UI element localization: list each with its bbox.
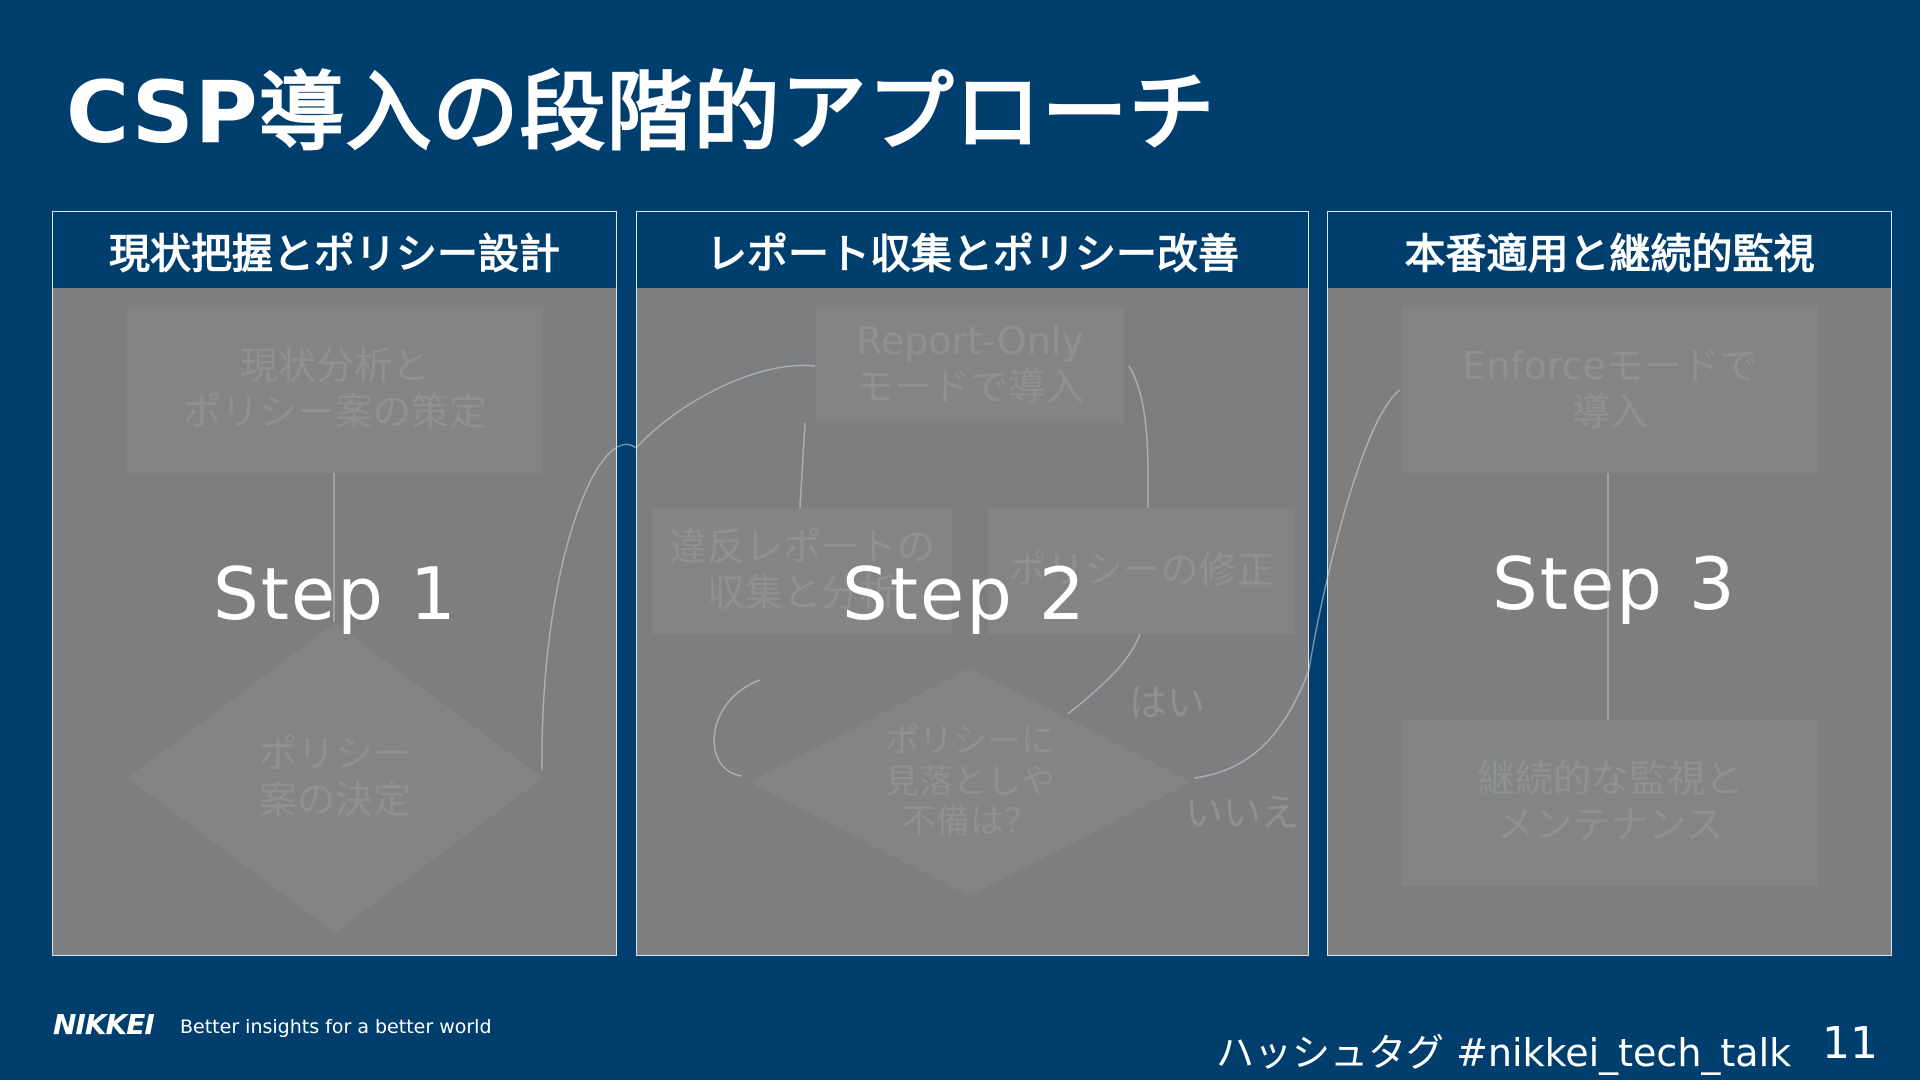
panel-step-3: 本番適用と継続的監視 Enforceモードで 導入 継続的な監視と メンテナンス… xyxy=(1327,211,1892,956)
node-continuous-monitoring: 継続的な監視と メンテナンス xyxy=(1402,720,1818,886)
panel-step-1: 現状把握とポリシー設計 現状分析と ポリシー案の策定 ポリシー 案の決定 Ste… xyxy=(52,211,617,956)
node-collect-reports: 違反レポートの 収集と分析 xyxy=(652,508,952,634)
decision-label: ポリシー 案の決定 xyxy=(258,732,411,822)
edge-label-no: いいえ xyxy=(1185,791,1300,835)
slide-title: CSP導入の段階的アプローチ xyxy=(66,63,1216,163)
decision-diamond-shape xyxy=(127,623,543,933)
decision-label: ポリシーに 見落としや 不備は？ xyxy=(885,720,1055,843)
node-report-only: Report-Only モードで導入 xyxy=(816,307,1124,423)
decision-policy-fixed: ポリシー 案の決定 xyxy=(127,623,543,933)
node-enforce-mode: Enforceモードで 導入 xyxy=(1402,307,1818,473)
panel-header-step-1: 現状把握とポリシー設計 xyxy=(109,230,560,278)
node-fix-policy: ポリシーの修正 xyxy=(988,508,1295,634)
decision-diamond-shape xyxy=(749,668,1191,896)
footer-hashtag: ハッシュタグ #nikkei_tech_talk xyxy=(1216,1031,1792,1075)
panel-header-step-3: 本番適用と継続的監視 xyxy=(1404,230,1815,278)
panel-step-2: レポート収集とポリシー改善 Report-Only モードで導入 違反レポートの… xyxy=(636,211,1309,956)
panel-body-step-1: 現状分析と ポリシー案の策定 ポリシー 案の決定 xyxy=(53,288,616,955)
edge-label-yes: はい xyxy=(1129,681,1206,725)
step-label-2: Step 2 xyxy=(842,552,1087,636)
node-current-analysis: 現状分析と ポリシー案の策定 xyxy=(127,307,543,473)
step-label-3: Step 3 xyxy=(1492,542,1737,626)
decision-policy-gaps: ポリシーに 見落としや 不備は？ xyxy=(749,668,1191,896)
panel-body-step-3: Enforceモードで 導入 継続的な監視と メンテナンス xyxy=(1328,288,1891,955)
nikkei-logo: NIKKEI xyxy=(53,1008,155,1041)
panel-body-step-2: Report-Only モードで導入 違反レポートの 収集と分析 ポリシーの修正… xyxy=(637,288,1308,955)
page-number: 11 xyxy=(1822,1018,1878,1069)
panel-header-step-2: レポート収集とポリシー改善 xyxy=(706,230,1239,278)
step-label-1: Step 1 xyxy=(213,552,458,636)
footer-tagline: Better insights for a better world xyxy=(180,1016,492,1038)
